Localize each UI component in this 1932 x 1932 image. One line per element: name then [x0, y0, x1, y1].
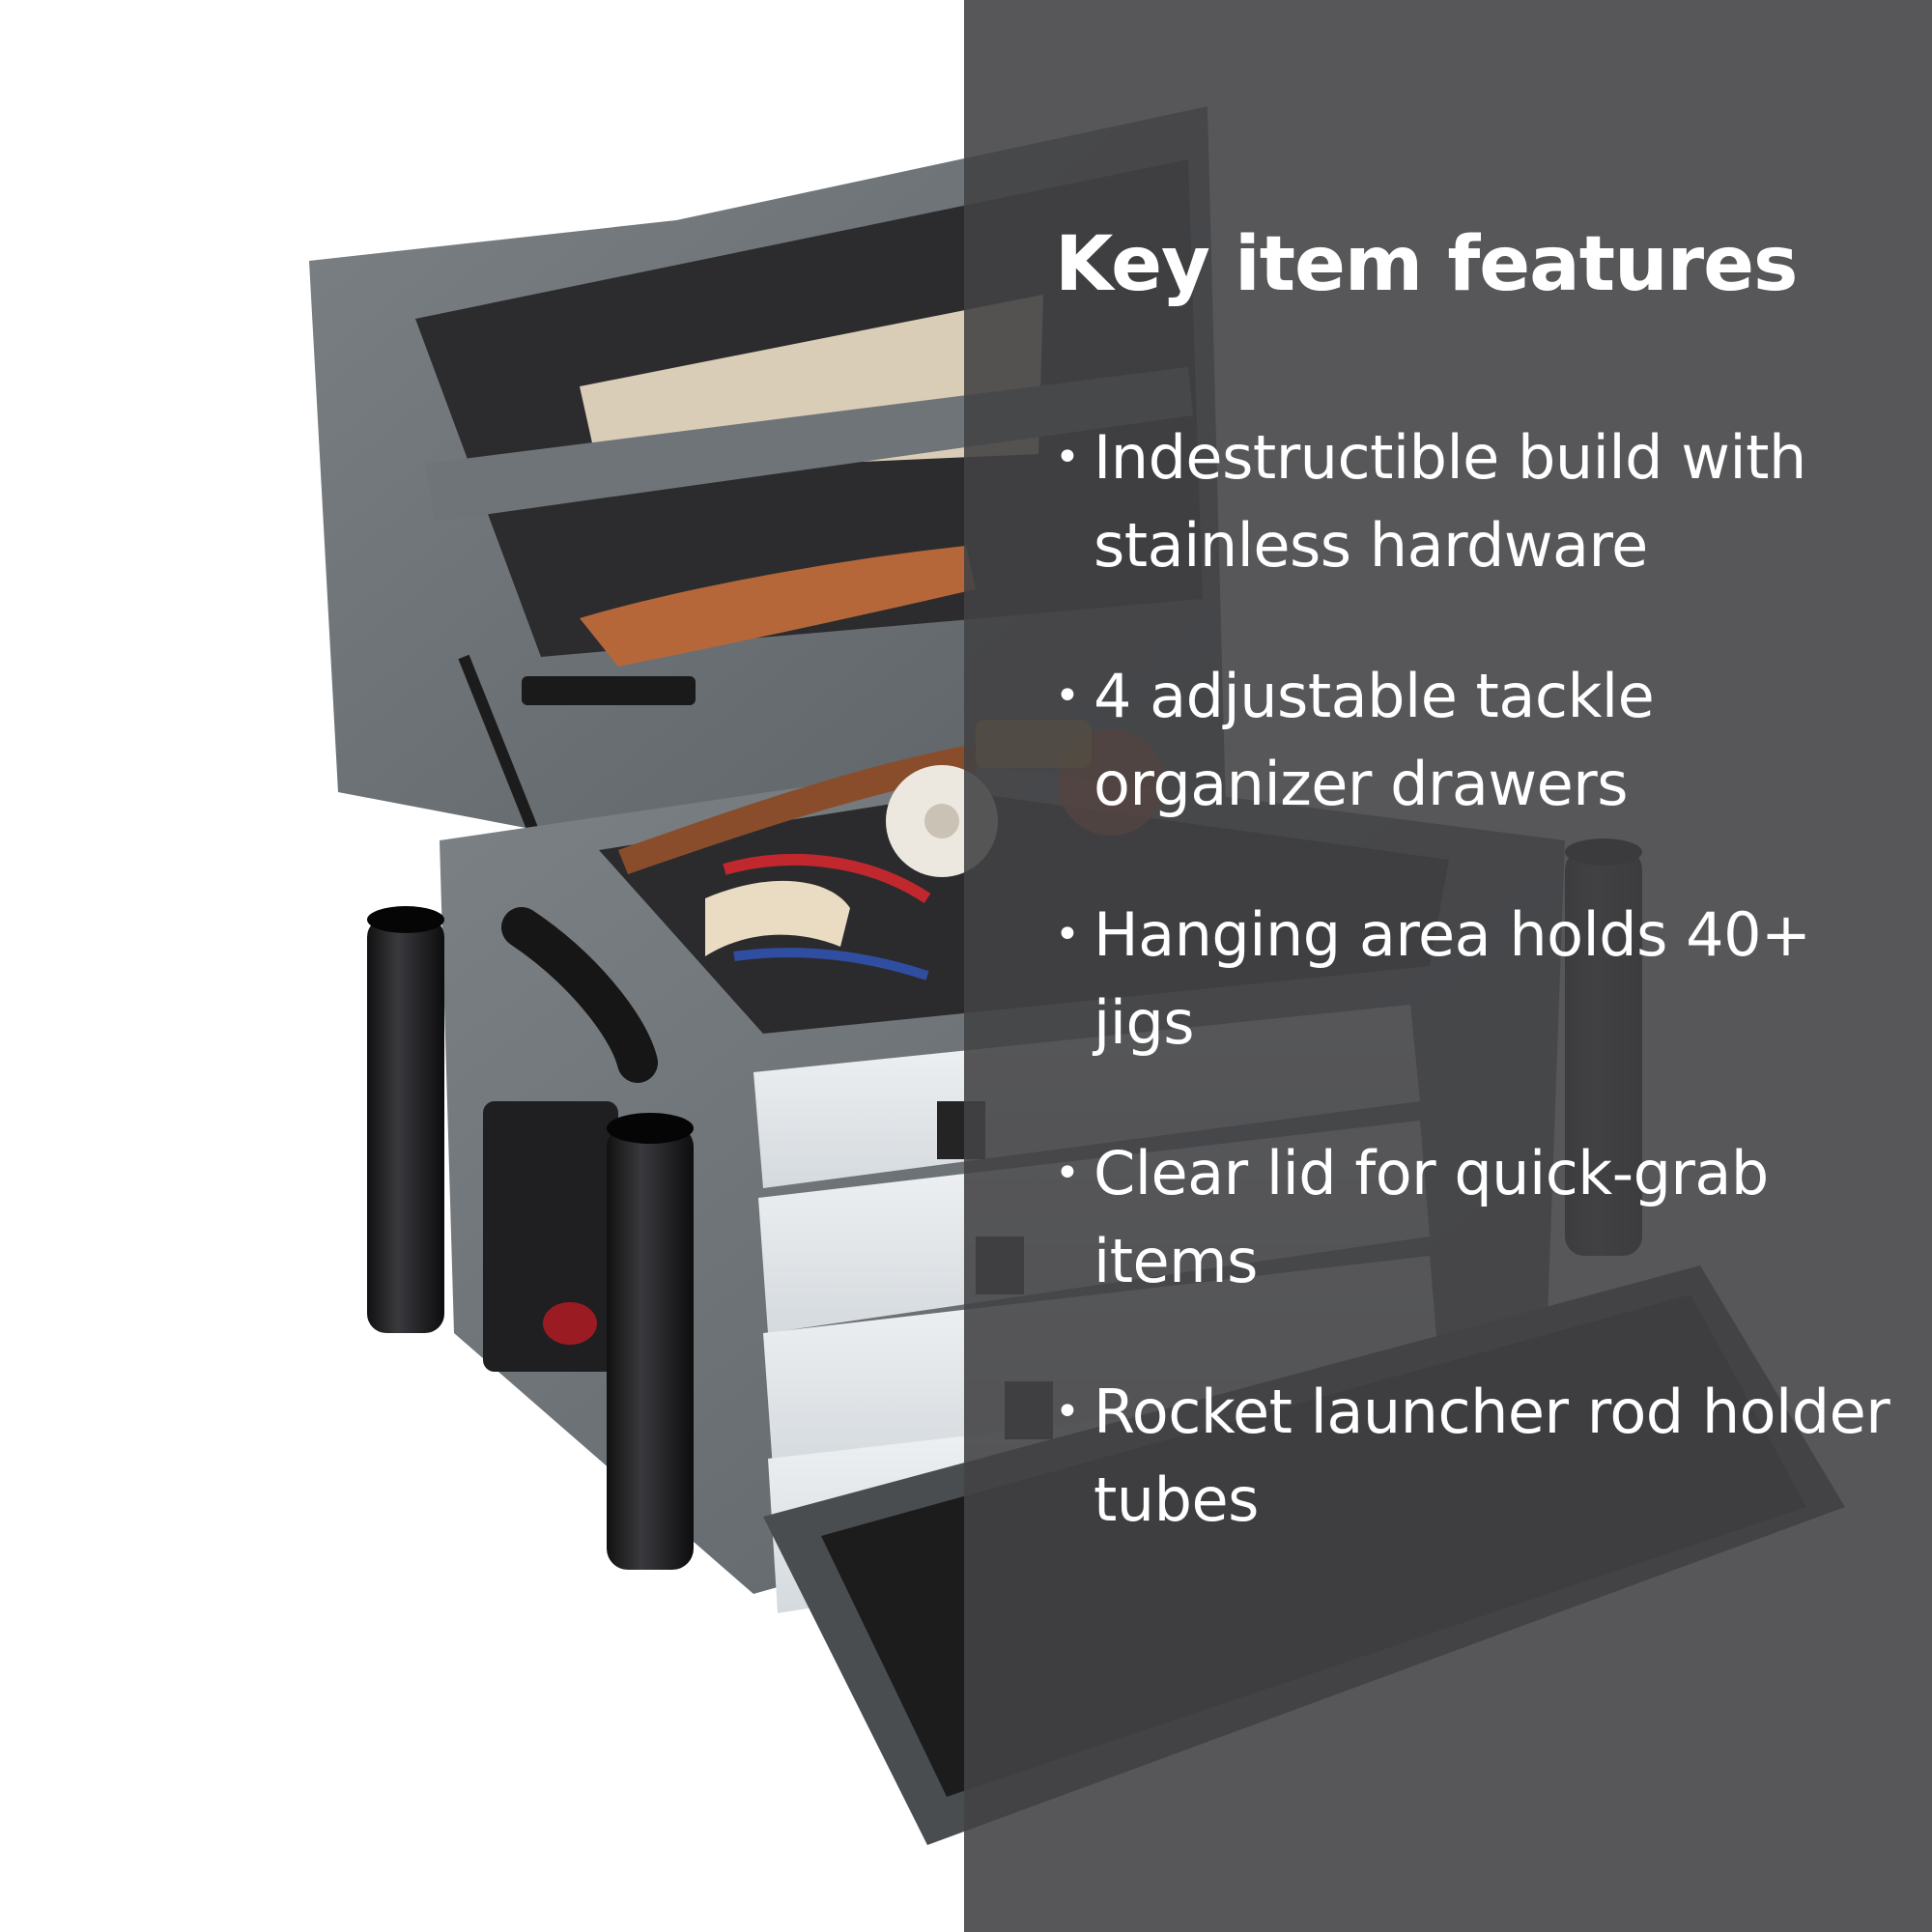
feature-text: Clear lid for quick-grab items — [1094, 1138, 1769, 1296]
feature-item-hanging-area: • Hanging area holds 40+ jigs — [1055, 891, 1905, 1066]
feature-panel: Key item features • Indestructible build… — [964, 0, 1932, 1932]
feature-text: Hanging area holds 40+ jigs — [1094, 899, 1811, 1058]
bullet-icon: • — [1055, 1149, 1080, 1198]
feature-list: • Indestructible build with stainless ha… — [1055, 413, 1905, 1606]
side-pocket — [483, 1101, 618, 1372]
feature-item-build: • Indestructible build with stainless ha… — [1055, 413, 1905, 589]
feature-item-clear-lid: • Clear lid for quick-grab items — [1055, 1129, 1905, 1305]
bullet-icon: • — [1055, 1387, 1080, 1436]
feature-text: Indestructible build with stainless hard… — [1094, 422, 1806, 581]
bullet-icon: • — [1055, 910, 1080, 959]
feature-item-drawers: • 4 adjustable tackle organizer drawers — [1055, 652, 1905, 828]
feature-item-rod-tubes: • Rocket launcher rod holder tubes — [1055, 1368, 1905, 1544]
feature-text: 4 adjustable tackle organizer drawers — [1094, 661, 1655, 819]
feature-text: Rocket launcher rod holder tubes — [1094, 1377, 1890, 1535]
feature-title: Key item features — [1055, 221, 1798, 308]
brand-logo — [543, 1302, 597, 1345]
side-handle — [501, 907, 658, 1083]
bullet-icon: • — [1055, 671, 1080, 721]
bullet-icon: • — [1055, 433, 1080, 482]
leather-sheath — [580, 546, 976, 667]
